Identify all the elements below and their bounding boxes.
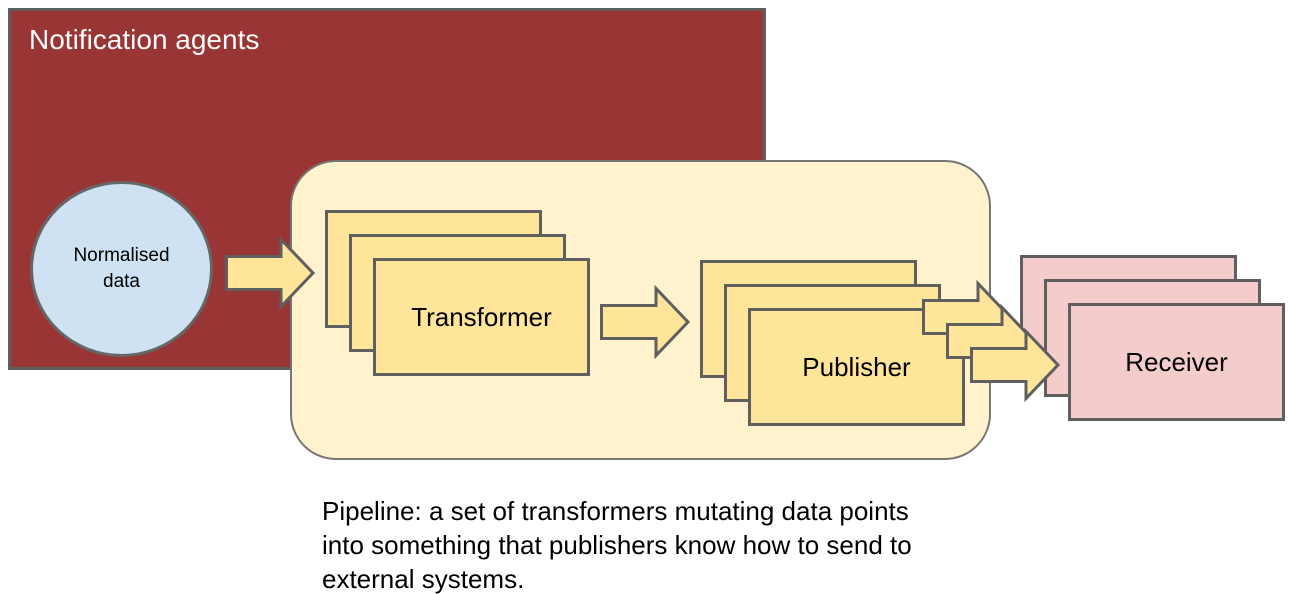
flow-arrow-publisher-to-receiver-front-icon [970, 327, 1061, 403]
normalised-data-label: Normalised data [73, 245, 170, 292]
notification-agents-title: Notification agents [29, 24, 260, 55]
receiver-card-front: Receiver [1068, 303, 1285, 421]
pipeline-caption: Pipeline: a set of transformers mutating… [322, 494, 1002, 594]
pipeline-caption-line-3: external systems. [322, 564, 525, 594]
normalised-data-circle: Normalised data [30, 181, 213, 357]
receiver-label: Receiver [1125, 346, 1228, 377]
pipeline-caption-line-1: Pipeline: a set of transformers mutating… [322, 496, 909, 526]
pipeline-caption-line-2: into something that publishers know how … [322, 530, 912, 560]
transformer-label: Transformer [411, 301, 552, 332]
transformer-card-front: Transformer [373, 258, 590, 376]
publisher-label: Publisher [802, 351, 911, 382]
flow-arrow-transformer-to-publisher-icon [600, 284, 691, 360]
flow-arrow-data-to-transformer-icon [225, 235, 316, 311]
